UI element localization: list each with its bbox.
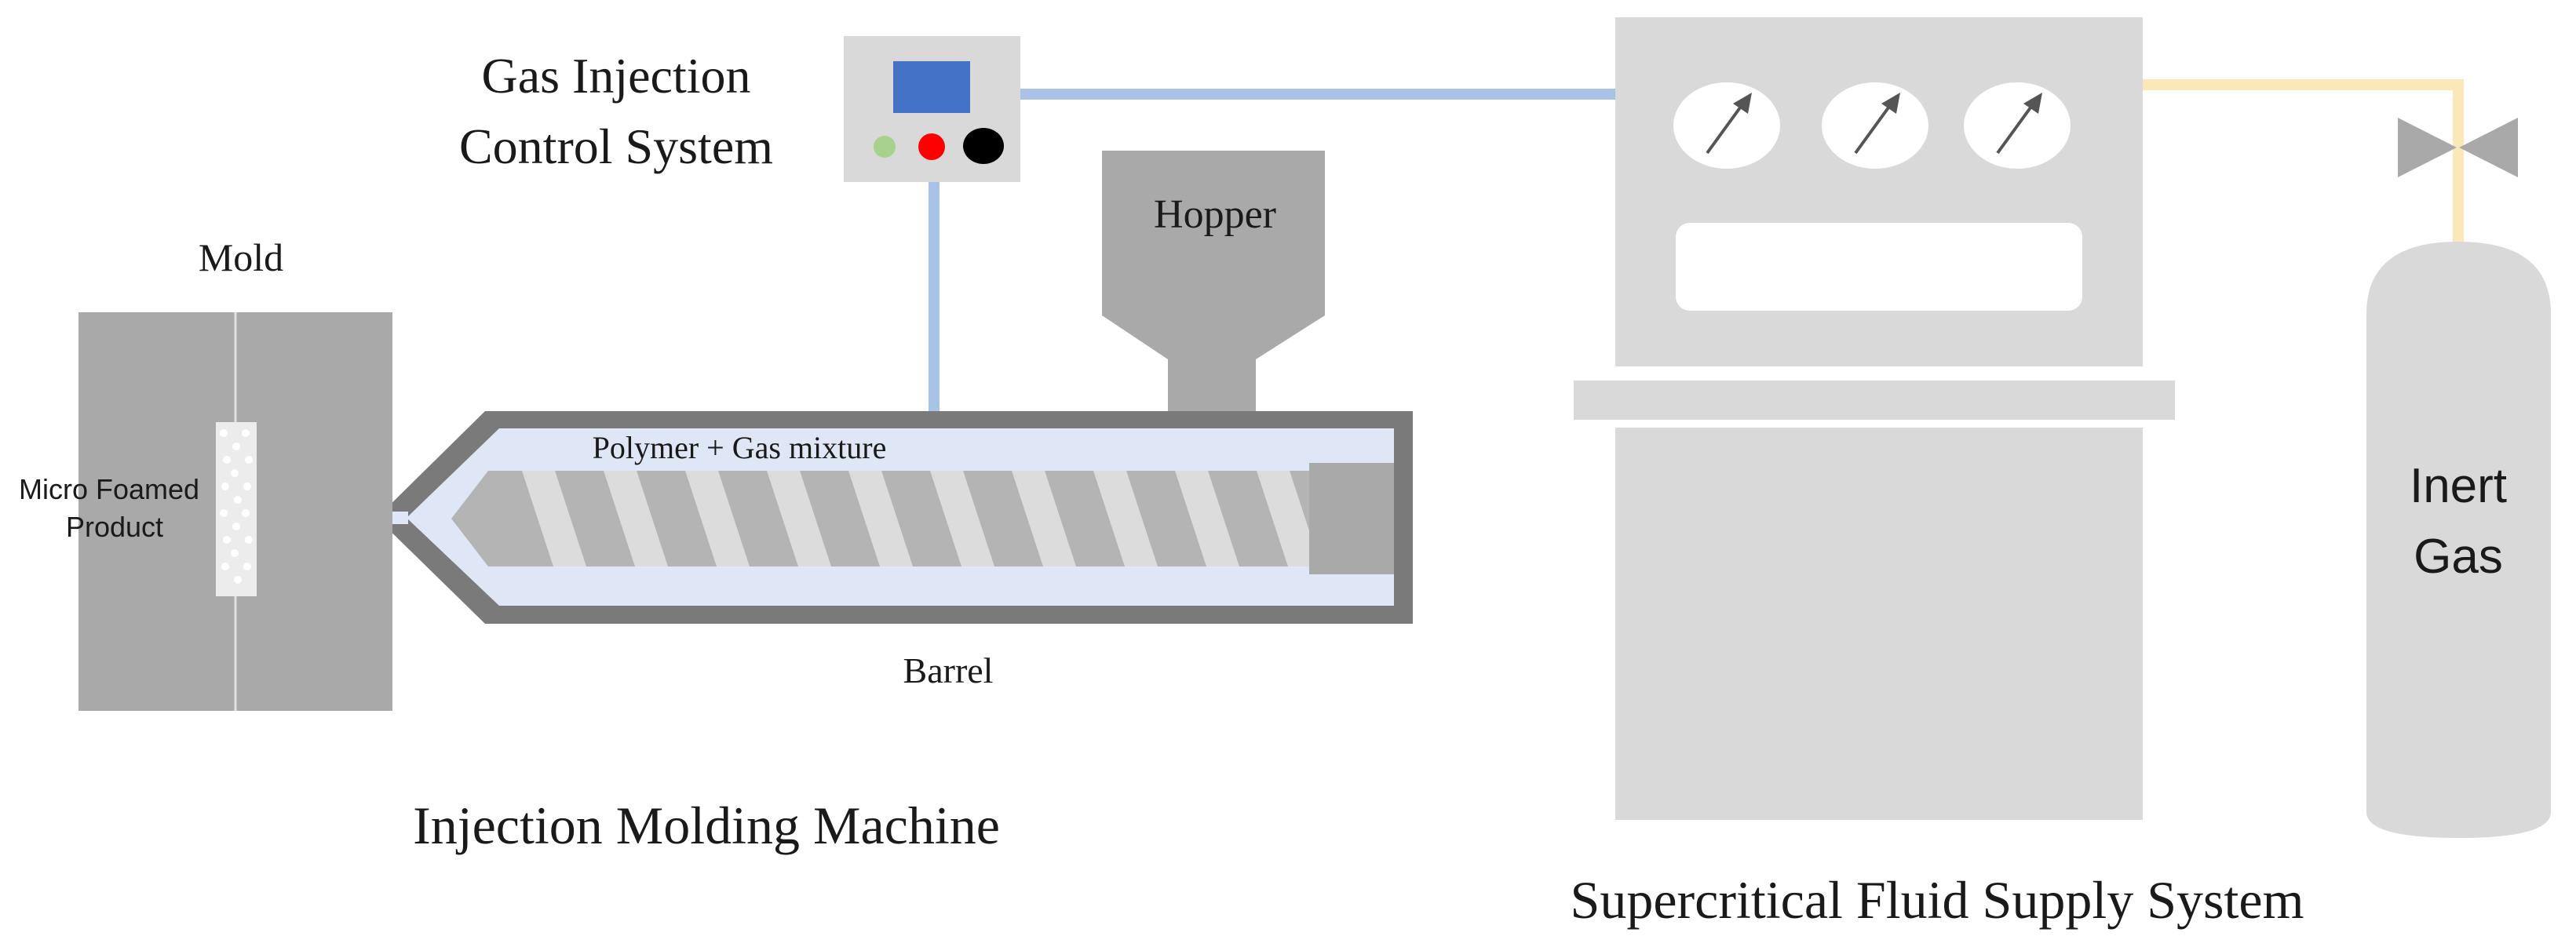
screw-flight [604,471,668,566]
foam-bubble [231,549,239,557]
foam-bubble [221,483,229,490]
foam-bubble [243,563,251,570]
foam-bubble [242,509,250,517]
screw-drive-block [1309,463,1394,574]
foam-bubble [245,536,253,544]
pressure-gauge-icon [1964,82,2071,169]
foam-bubble [223,536,231,544]
supply-shelf [1574,381,2175,420]
foam-bubble [221,563,229,570]
hopper-label: Hopper [1154,192,1276,237]
inert-gas-line [2143,79,2464,247]
product-label-line2: Product [66,511,163,543]
foam-bubble [234,496,242,504]
control-screen [893,61,970,113]
supply-upper-cabinet [1615,17,2143,366]
green-indicator-light [874,136,896,158]
foam-bubble [245,456,253,464]
valve-icon [2398,118,2518,177]
product-label-line1: Micro Foamed [19,473,199,505]
gas-cylinder-icon [2366,242,2551,838]
inert-gas-label-line1: Inert [2410,459,2507,513]
foam-bubble [234,576,242,584]
screw-flight [767,471,831,566]
polymer-mixture-label: Polymer + Gas mixture [593,430,887,465]
screw-flight [930,471,994,566]
screw [451,463,1394,574]
foam-bubble [232,523,240,530]
screw-flight [1012,471,1076,566]
supply-system-label: Supercritical Fluid Supply System [1571,870,2304,930]
injection-machine-label: Injection Molding Machine [413,796,1000,855]
screw-flight [522,471,586,566]
pressure-gauge-icon [1822,82,1928,169]
foam-bubble [242,429,250,437]
screw-flight [848,471,913,566]
screw-flights [522,471,1321,566]
screw-flight [1093,471,1158,566]
foam-bubble [220,429,228,437]
gas-control-label-line2: Control System [459,118,773,174]
screw-flight [1175,471,1239,566]
mold-label: Mold [199,235,283,279]
foam-bubble [232,443,240,450]
foam-bubbles [220,429,253,584]
foam-bubble [231,469,239,477]
foam-bubble [223,456,231,464]
black-control-knob [963,128,1004,164]
pressure-gauge-icon [1673,82,1780,169]
supercritical-fluid-supply-unit [1574,17,2175,820]
supply-lower-cabinet [1615,428,2143,820]
foam-bubble [243,483,251,490]
screw-flight [1257,471,1321,566]
hopper [1102,151,1325,430]
gas-injection-control-box [844,36,1020,182]
foam-bubble [220,509,228,517]
gas-control-label-line1: Gas Injection [482,48,751,104]
barrel-label: Barrel [903,650,994,690]
red-indicator-light [918,133,945,160]
mold [78,312,392,711]
inert-gas-label-line2: Gas [2414,530,2503,584]
supply-display-panel [1676,223,2082,311]
screw-flight [685,471,750,566]
